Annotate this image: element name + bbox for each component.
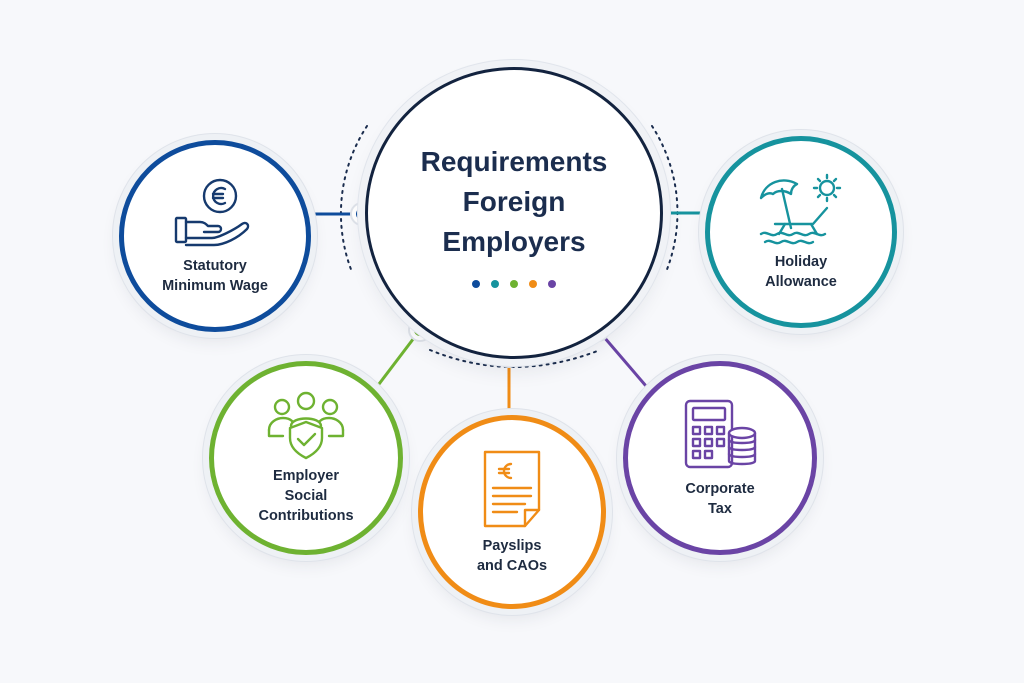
label-holiday-allowance: Holiday Allowance	[765, 254, 837, 290]
people-shield-icon	[265, 390, 347, 460]
beach-umbrella-icon	[755, 172, 847, 246]
orbit-arc-left	[339, 125, 368, 273]
connector-tax	[596, 329, 648, 387]
euro-document-icon	[479, 448, 545, 530]
color-dot-1	[472, 280, 480, 288]
node-social-contributions: Employer Social Contributions	[209, 361, 403, 555]
euro-hand-icon	[172, 176, 258, 250]
orbit-arc-right	[651, 125, 679, 273]
color-dot-3	[510, 280, 518, 288]
node-corporate-tax: Corporate Tax	[623, 361, 817, 555]
center-node: Requirements Foreign Employers	[365, 67, 663, 359]
label-minimum-wage: Statutory Minimum Wage	[162, 258, 268, 294]
label-social-contributions: Employer Social Contributions	[258, 468, 354, 524]
connector-social	[374, 329, 422, 389]
calculator-coins-icon	[682, 397, 758, 473]
node-payslips: Payslips and CAOs	[418, 415, 606, 609]
color-dot-2	[491, 280, 499, 288]
color-dot-4	[529, 280, 537, 288]
label-corporate-tax: Corporate Tax	[685, 481, 755, 517]
label-payslips: Payslips and CAOs	[476, 538, 548, 574]
node-minimum-wage: Statutory Minimum Wage	[119, 140, 311, 332]
center-title: Requirements Foreign Employers	[420, 146, 608, 257]
color-dots	[472, 280, 556, 288]
node-holiday-allowance: Holiday Allowance	[705, 136, 897, 328]
color-dot-5	[548, 280, 556, 288]
orbit-arc-bottom	[429, 349, 601, 368]
